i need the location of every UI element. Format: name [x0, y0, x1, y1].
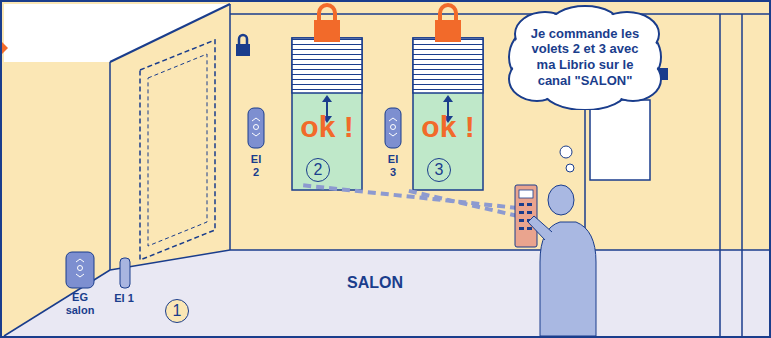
- thought-text: Je commande les volets 2 et 3 avec ma Li…: [521, 26, 649, 88]
- status-text: ok !: [413, 110, 483, 144]
- status-text: ok !: [292, 110, 362, 144]
- switch-label: EI 1: [112, 292, 136, 305]
- callout-circle: 1: [165, 299, 189, 323]
- callout-circle: 2: [306, 158, 330, 182]
- callout-number: 3: [435, 162, 444, 178]
- thought-cloud: Je commande les volets 2 et 3 avec ma Li…: [505, 4, 665, 110]
- switch-label: EG salon: [60, 291, 100, 316]
- room-name: SALON: [320, 274, 430, 292]
- callout-number: 1: [173, 303, 182, 319]
- switch-label: EI 3: [385, 153, 401, 178]
- callout-number: 2: [314, 162, 323, 178]
- switch-label: EI 2: [248, 153, 264, 178]
- shutter: ok ! 3: [413, 38, 483, 190]
- callout-circle: 3: [427, 158, 451, 182]
- shutter: ok ! 2: [292, 38, 362, 190]
